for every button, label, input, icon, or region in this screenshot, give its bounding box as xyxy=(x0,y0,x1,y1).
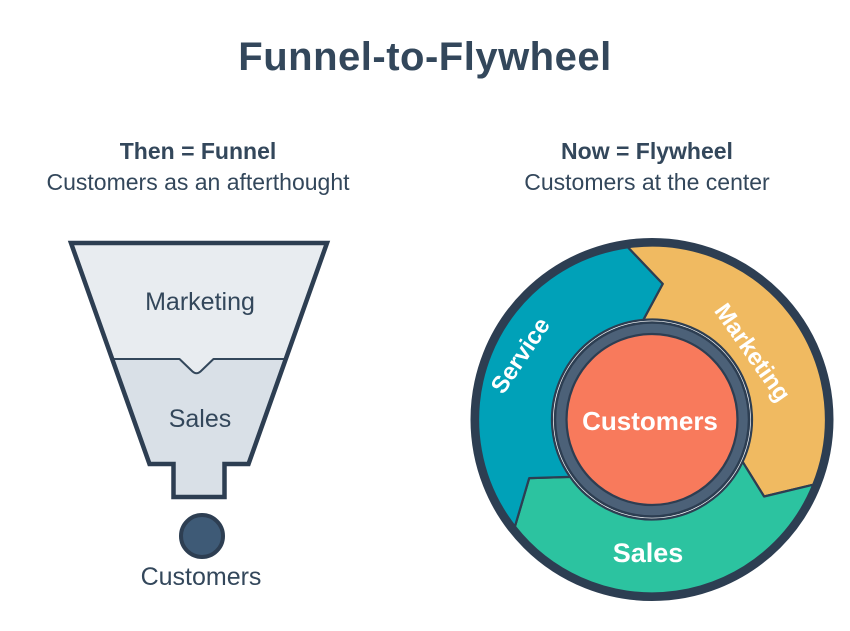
customers-dot xyxy=(179,513,225,559)
flywheel-heading-text: Now = Flywheel xyxy=(561,138,733,164)
flywheel-panel-heading: Now = Flywheel Customers at the center xyxy=(467,136,827,198)
funnel-divider-line xyxy=(112,358,286,375)
flywheel-segment-marketing xyxy=(626,244,828,498)
flywheel-outer-circle xyxy=(470,238,834,601)
flywheel-segment-sales xyxy=(513,460,815,595)
funnel-subheading-text: Customers as an afterthought xyxy=(46,169,350,195)
funnel-stage-sales-label: Sales xyxy=(169,405,232,433)
flywheel-customers-label: Customers xyxy=(582,406,718,436)
flywheel-center-circle xyxy=(565,332,739,507)
funnel-heading-text: Then = Funnel xyxy=(119,138,277,164)
flywheel-subheading-text: Customers at the center xyxy=(524,169,770,195)
funnel-stage-marketing-label: Marketing xyxy=(145,288,255,316)
flywheel-sales-label: Sales xyxy=(613,538,684,568)
page-title: Funnel-to-Flywheel xyxy=(238,35,612,79)
flywheel-segment-service xyxy=(476,246,664,528)
funnel-outline xyxy=(67,240,331,500)
funnel-marketing-section xyxy=(71,243,327,374)
funnel-panel-heading: Then = Funnel Customers as an afterthoug… xyxy=(18,136,378,198)
funnel-customers-label: Customers xyxy=(141,563,262,591)
